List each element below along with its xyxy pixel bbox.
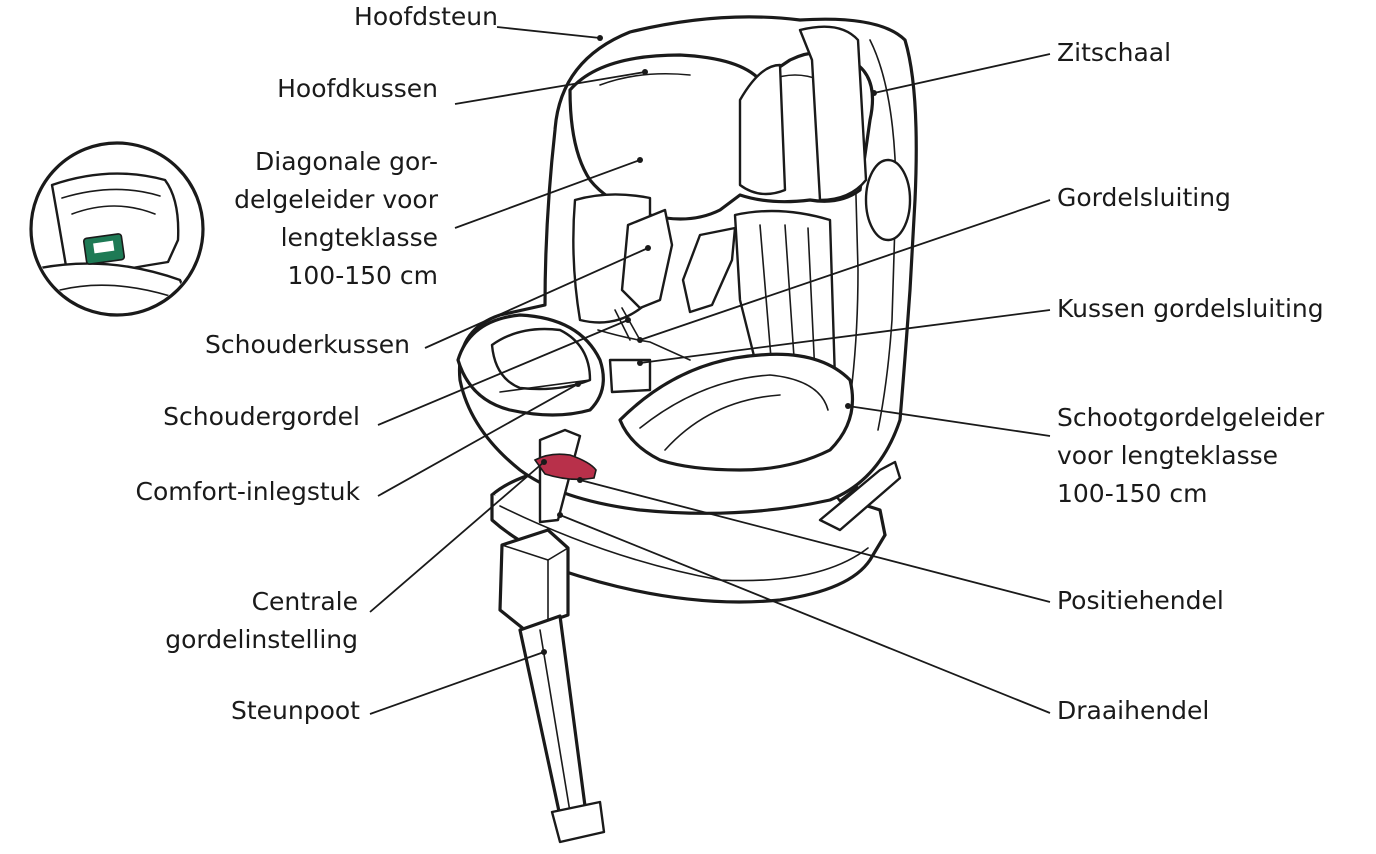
label-centrale-line-2: gordelinstelling (165, 625, 358, 654)
label-comfort-inlegstuk: Comfort-inlegstuk (135, 477, 360, 506)
label-zitschaal: Zitschaal (1057, 38, 1172, 67)
label-draaihendel: Draaihendel (1057, 696, 1210, 725)
label-schoudergordel: Schoudergordel (163, 402, 360, 431)
label-diagonale-line-4: 100-150 cm (287, 261, 438, 290)
label-schootgordelgeleider: Schootgordelgeleider voor lengteklasse 1… (1057, 399, 1324, 513)
label-diagonale-gordelgeleider: Diagonale gor- delgeleider voor lengtekl… (170, 143, 438, 295)
label-centrale-line-1: Centrale (251, 587, 358, 616)
car-seat-illustration (456, 15, 918, 844)
label-hoofdkussen: Hoofdkussen (277, 74, 438, 103)
label-diagonale-line-1: Diagonale gor- (255, 147, 438, 176)
adjuster-button-icon (533, 453, 597, 481)
label-hoofdsteun: Hoofdsteun (354, 2, 498, 31)
label-schouderkussen: Schouderkussen (205, 330, 410, 359)
label-positiehendel: Positiehendel (1057, 586, 1224, 615)
belt-guide-detail-inset (29, 141, 205, 317)
label-diagonale-line-3: lengteklasse (280, 223, 438, 252)
label-diagonale-line-2: delgeleider voor (234, 185, 438, 214)
label-schootgordel-line-1: Schootgordelgeleider (1057, 403, 1325, 432)
label-kussen-gordelsluiting: Kussen gordelsluiting (1057, 294, 1324, 323)
label-schootgordel-line-3: 100-150 cm (1057, 479, 1208, 508)
leader-lines (369, 26, 1051, 715)
label-gordelsluiting: Gordelsluiting (1057, 183, 1231, 212)
label-schootgordel-line-2: voor lengteklasse (1057, 441, 1279, 470)
label-centrale-gordelinstelling: Centrale gordelinstelling (100, 583, 358, 659)
label-steunpoot: Steunpoot (230, 696, 360, 725)
